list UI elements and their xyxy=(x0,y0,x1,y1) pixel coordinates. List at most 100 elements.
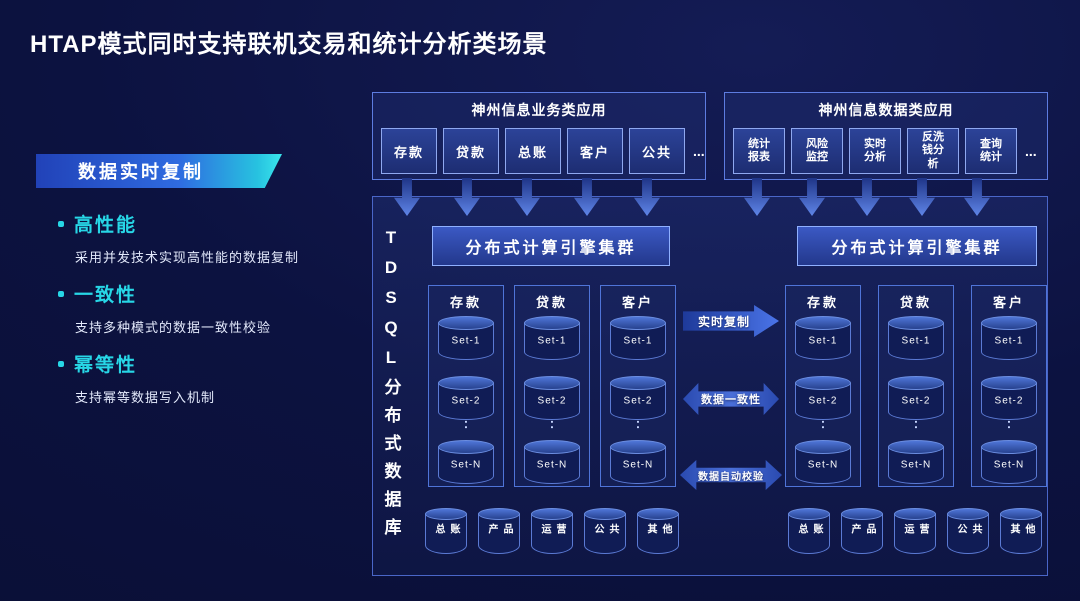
database-cylinder: Set-2 xyxy=(524,376,580,420)
db-group-deposit-right: 存款 Set-1 Set-2 ·· Set-N xyxy=(785,285,861,487)
bullet-desc: 支持幂等数据写入机制 xyxy=(75,390,216,405)
app-item: 反洗钱分析 xyxy=(907,128,959,174)
group-label: 贷款 xyxy=(899,295,932,310)
bottom-db-cylinder: 运营 xyxy=(894,508,936,554)
cylinder-label: 总账 xyxy=(796,523,822,536)
flow-label: 实时复制 xyxy=(697,314,750,329)
bullet-item: 高性能 xyxy=(58,210,368,237)
database-cylinder: Set-2 xyxy=(981,376,1037,420)
bottom-db-cylinder: 总账 xyxy=(788,508,830,554)
database-cylinder: Set-1 xyxy=(981,316,1037,360)
set-label: Set-2 xyxy=(537,395,567,407)
ellipsis-dots: ·· xyxy=(458,420,474,431)
set-label: Set-1 xyxy=(623,335,653,347)
bullet-dot-icon xyxy=(58,360,64,367)
cylinder-label: 运营 xyxy=(902,523,928,536)
set-label: Set-1 xyxy=(994,335,1024,347)
cylinder-label: 其他 xyxy=(1008,523,1034,536)
cylinder-label: 运营 xyxy=(539,523,565,536)
set-label: Set-1 xyxy=(901,335,931,347)
app-item: 贷款 xyxy=(443,128,499,174)
bullet-desc: 支持多种模式的数据一致性校验 xyxy=(75,320,272,335)
bottom-db-cylinder: 公共 xyxy=(584,508,626,554)
set-label: Set-N xyxy=(622,459,654,471)
group-label: 存款 xyxy=(806,295,839,310)
db-group-customer-right: 客户 Set-1 Set-2 ·· Set-N xyxy=(971,285,1047,487)
cylinder-label: 产品 xyxy=(486,523,512,536)
database-cylinder: Set-1 xyxy=(610,316,666,360)
set-label: Set-2 xyxy=(901,395,931,407)
database-cylinder: Set-1 xyxy=(888,316,944,360)
db-group-customer-left: 客户 Set-1 Set-2 ·· Set-N xyxy=(600,285,676,487)
cylinder-label: 总账 xyxy=(433,523,459,536)
bottom-db-cylinder: 总账 xyxy=(425,508,467,554)
bullet-heading: 一致性 xyxy=(74,285,138,306)
database-cylinder: Set-N xyxy=(438,440,494,484)
ellipsis-dots: ·· xyxy=(815,420,831,431)
ellipsis-dots: ·· xyxy=(630,420,646,431)
bullet-dot-icon xyxy=(58,290,64,297)
group-label: 客户 xyxy=(621,295,654,310)
replication-badge: 数据实时复制 xyxy=(36,154,282,188)
bullet-heading: 高性能 xyxy=(74,215,138,236)
app-item: 存款 xyxy=(381,128,437,174)
app-item: 总账 xyxy=(505,128,561,174)
set-label: Set-N xyxy=(900,459,932,471)
app-item: 风险监控 xyxy=(791,128,843,174)
flow-arrow-auto-verification: 数据自动校验 xyxy=(680,460,782,490)
database-cylinder: Set-N xyxy=(524,440,580,484)
db-group-loan-right: 贷款 Set-1 Set-2 ·· Set-N xyxy=(878,285,954,487)
ellipsis-dots: ·· xyxy=(1001,420,1017,431)
bottom-db-cylinder: 产品 xyxy=(478,508,520,554)
group-label: 存款 xyxy=(449,295,482,310)
set-label: Set-2 xyxy=(623,395,653,407)
database-cylinder: Set-N xyxy=(981,440,1037,484)
app-items-row: 存款 贷款 总账 客户 公共 ... xyxy=(373,120,705,174)
bottom-db-cylinder: 公共 xyxy=(947,508,989,554)
flow-label: 数据自动校验 xyxy=(698,471,764,483)
bottom-db-cylinder: 运营 xyxy=(531,508,573,554)
set-label: Set-2 xyxy=(451,395,481,407)
bullet-item: 一致性 xyxy=(58,280,368,307)
database-cylinder: Set-2 xyxy=(438,376,494,420)
page-title: HTAP模式同时支持联机交易和统计分析类场景 xyxy=(30,31,548,58)
ellipsis-dots: ·· xyxy=(908,420,924,431)
db-group-deposit-left: 存款 Set-1 Set-2 ·· Set-N xyxy=(428,285,504,487)
set-label: Set-N xyxy=(993,459,1025,471)
panel-title: 神州信息业务类应用 xyxy=(471,102,607,118)
flow-arrow-data-consistency: 数据一致性 xyxy=(683,383,779,415)
bullet-heading: 幂等性 xyxy=(74,355,138,376)
bullet-dot-icon xyxy=(58,220,64,227)
feature-list: 高性能 采用并发技术实现高性能的数据复制 一致性 支持多种模式的数据一致性校验 … xyxy=(58,196,368,418)
database-cylinder: Set-2 xyxy=(795,376,851,420)
app-item: 实时分析 xyxy=(849,128,901,174)
set-label: Set-N xyxy=(536,459,568,471)
bottom-db-cylinder: 产品 xyxy=(841,508,883,554)
bullet-item: 幂等性 xyxy=(58,350,368,377)
database-cylinder: Set-N xyxy=(888,440,944,484)
app-item: 客户 xyxy=(567,128,623,174)
more-label: ... xyxy=(693,143,705,159)
database-cylinder: Set-N xyxy=(610,440,666,484)
cylinder-label: 公共 xyxy=(592,523,618,536)
database-cylinder: Set-N xyxy=(795,440,851,484)
set-label: Set-1 xyxy=(808,335,838,347)
bullet-desc: 采用并发技术实现高性能的数据复制 xyxy=(75,250,300,265)
engine-cluster-left: 分布式计算引擎集群 xyxy=(432,226,670,266)
cylinder-label: 其他 xyxy=(645,523,671,536)
set-label: Set-N xyxy=(807,459,839,471)
flow-label: 数据一致性 xyxy=(701,394,761,406)
set-label: Set-2 xyxy=(994,395,1024,407)
app-item: 统计报表 xyxy=(733,128,785,174)
business-apps-panel: 神州信息业务类应用 存款 贷款 总账 客户 公共 ... xyxy=(372,92,706,180)
panel-title: 神州信息数据类应用 xyxy=(818,102,954,118)
database-cylinder: Set-1 xyxy=(438,316,494,360)
cylinder-label: 公共 xyxy=(955,523,981,536)
database-cylinder: Set-2 xyxy=(610,376,666,420)
set-label: Set-1 xyxy=(451,335,481,347)
set-label: Set-N xyxy=(450,459,482,471)
set-label: Set-1 xyxy=(537,335,567,347)
group-label: 客户 xyxy=(992,295,1025,310)
group-label: 贷款 xyxy=(535,295,568,310)
